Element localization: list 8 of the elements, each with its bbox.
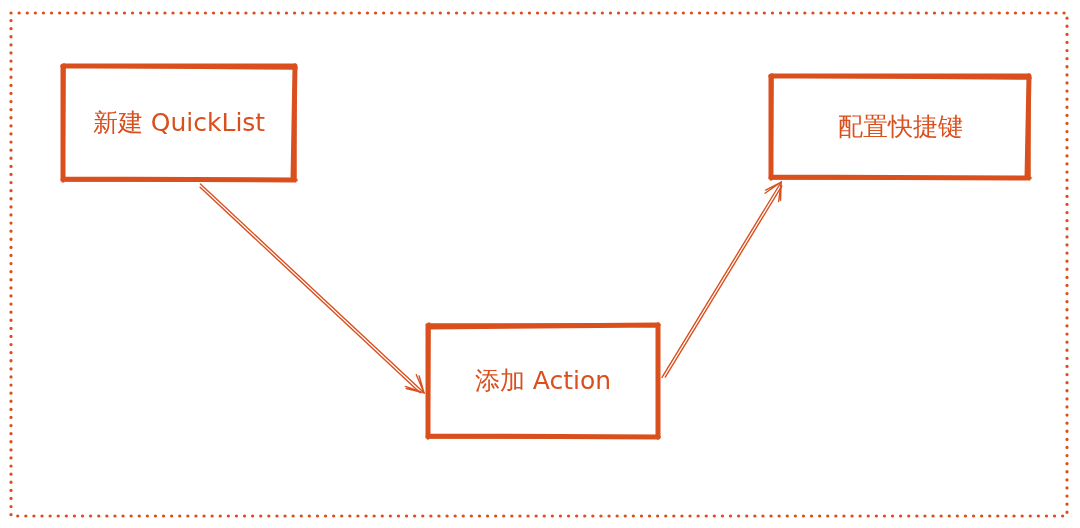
process-box	[768, 73, 1032, 181]
arrow	[199, 183, 425, 394]
box-label: 添加 Action	[474, 366, 612, 396]
arrow	[661, 181, 783, 379]
process-box	[60, 63, 298, 183]
box-label: 新建 QuickList	[92, 108, 266, 138]
box-label: 配置快捷键	[837, 112, 963, 142]
process-box	[425, 322, 661, 440]
